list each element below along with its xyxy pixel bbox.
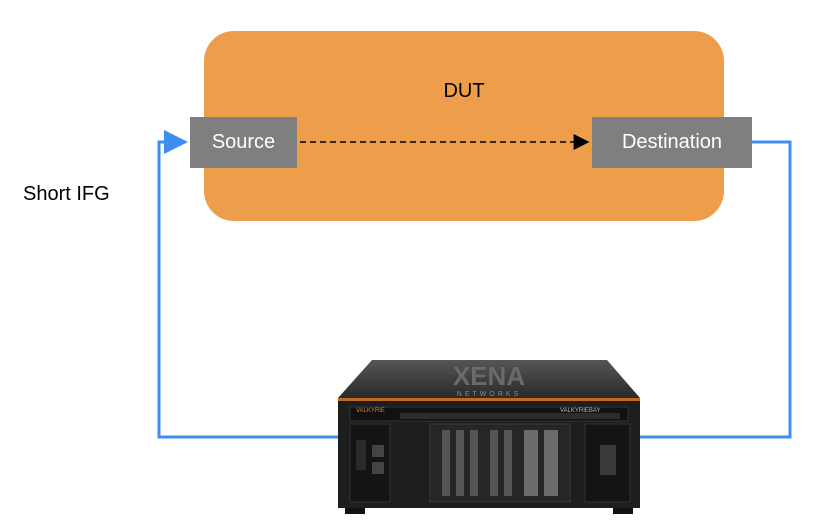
chassis-subbrand: NETWORKS bbox=[457, 391, 521, 398]
chassis-model-left: VALKYRIE bbox=[356, 408, 385, 414]
destination-label: Destination bbox=[621, 131, 723, 153]
source-port: Source bbox=[190, 117, 297, 168]
xena-chassis: XENA NETWORKS VALKYRIE VALKYRIEBAY bbox=[338, 360, 640, 514]
source-label: Source bbox=[211, 131, 276, 153]
short-ifg-label: Short IFG bbox=[23, 183, 110, 205]
chassis-brand: XENA bbox=[453, 361, 525, 391]
link-destination-to-chassis bbox=[538, 140, 792, 449]
chassis-model-right: VALKYRIEBAY bbox=[560, 408, 600, 414]
dut-label: DUT bbox=[443, 80, 485, 102]
link-chassis-to-source bbox=[157, 130, 437, 439]
destination-port: Destination bbox=[592, 117, 752, 168]
